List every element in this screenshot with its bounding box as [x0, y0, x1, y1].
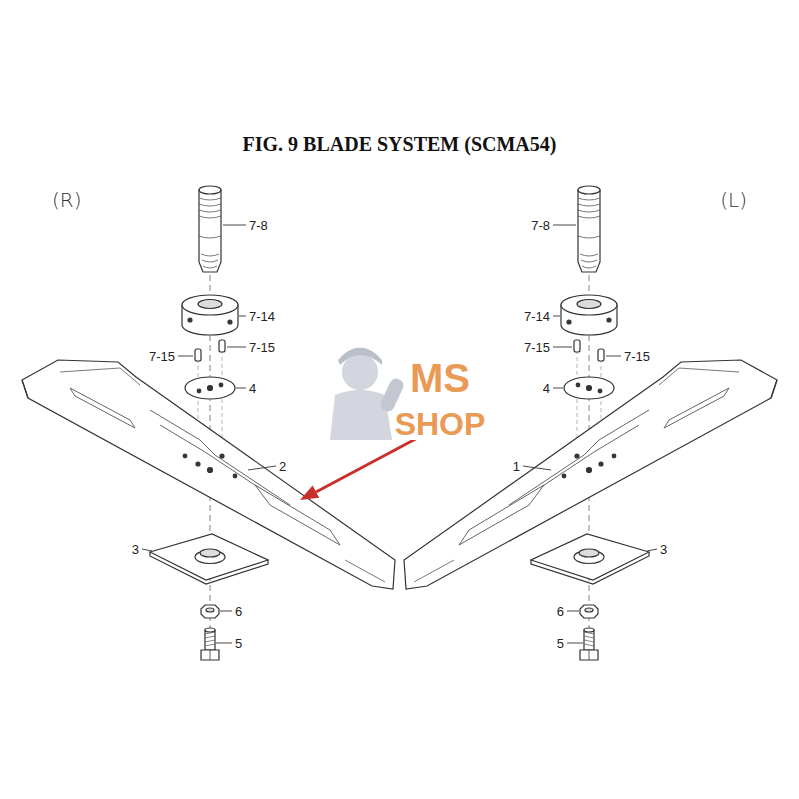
- figure-title: FIG. 9 BLADE SYSTEM (SCMA54): [0, 134, 799, 154]
- callout-number: 2: [279, 460, 286, 473]
- watermark: SHOP: [393, 408, 488, 440]
- callout-number: 1: [513, 460, 520, 473]
- callout-number: 7-15: [624, 350, 650, 363]
- view-label: (R): [52, 190, 82, 210]
- callout-number: 7-8: [531, 219, 550, 232]
- callout-number: 5: [235, 637, 242, 650]
- callout-number: 7-14: [524, 310, 550, 323]
- watermark: MS: [408, 358, 472, 398]
- callout-number: 5: [557, 637, 564, 650]
- callout-number: 4: [249, 382, 256, 395]
- callout-number: 4: [543, 382, 550, 395]
- callout-number: 7-15: [524, 341, 550, 354]
- callout-number: 7-8: [249, 219, 268, 232]
- callout-number: 3: [660, 543, 667, 556]
- callout-number: 6: [235, 605, 242, 618]
- callout-number: 7-14: [249, 310, 275, 323]
- view-label: (L): [720, 190, 747, 210]
- callout-number: 7-15: [149, 350, 175, 363]
- callout-number: 3: [132, 543, 139, 556]
- callout-number: 7-15: [249, 341, 275, 354]
- callout-number: 6: [557, 605, 564, 618]
